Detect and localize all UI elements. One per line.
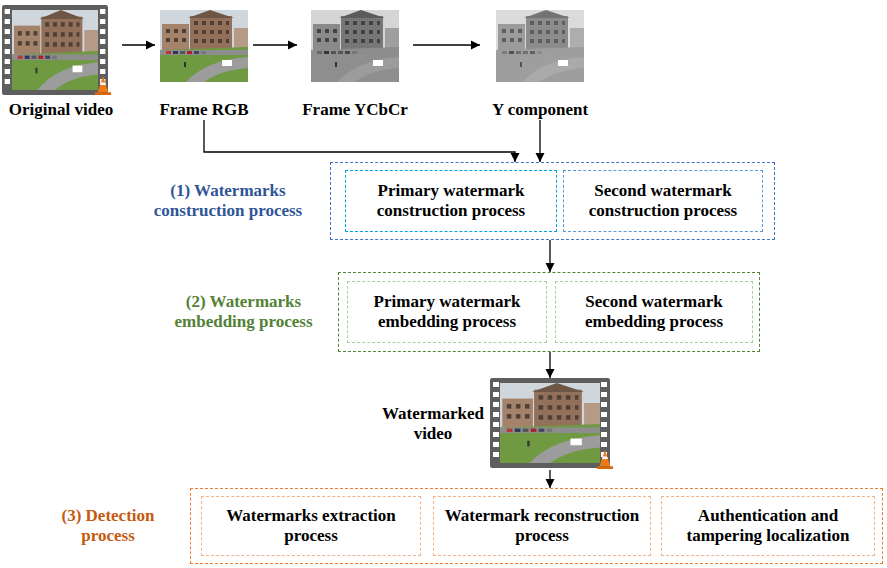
process-box: Second watermark construction process [563,170,763,232]
flow-arrow [549,240,550,272]
flow-arrow [413,44,480,45]
image-label: Watermarked video [380,404,486,445]
image-node: Frame RGB [155,5,253,120]
box-label: Watermark reconstruction process [440,506,644,547]
box-label: Primary watermark embedding process [354,292,540,333]
process-box: Authentication and tampering localizatio… [661,496,875,556]
frame-rgb-image [160,10,248,82]
image-node: Watermarked video [380,378,612,470]
box-label: Watermarks extraction process [208,506,414,547]
group-heading: (2) Watermarks embedding process [156,292,331,333]
process-box: Primary watermark embedding process [347,281,547,343]
process-group: (1) Watermarks construction processPrima… [330,162,775,240]
image-label: Y component [480,100,600,120]
image-node: Frame YCbCr [297,5,413,120]
box-label: Primary watermark construction process [352,181,550,222]
box-label: Second watermark construction process [570,181,756,222]
frame-ycbcr-image [311,10,399,82]
image-label: Original video [0,100,122,120]
original-video-icon [2,5,111,95]
image-node: Y component [480,5,600,120]
y-component-image [496,10,584,82]
flow-arrow [122,44,155,45]
process-box: Primary watermark construction process [345,170,557,232]
flow-arrow [549,470,550,488]
image-label: Frame RGB [155,100,253,120]
process-group: (3) Detection processWatermarks extracti… [190,488,883,564]
flow-arrow [204,120,515,162]
image-node: Original video [0,5,122,120]
flow-arrow [253,44,297,45]
box-label: Authentication and tampering localizatio… [668,506,868,547]
process-box: Watermark reconstruction process [433,496,651,556]
flow-arrow [549,352,550,378]
process-group: (2) Watermarks embedding processPrimary … [338,272,760,352]
box-label: Second watermark embedding process [562,292,746,333]
watermarked-video-icon [490,378,613,469]
group-heading: (1) Watermarks construction process [133,181,323,222]
group-heading: (3) Detection process [33,506,183,547]
process-box: Watermarks extraction process [201,496,421,556]
image-label: Frame YCbCr [297,100,413,120]
process-box: Second watermark embedding process [555,281,753,343]
flow-arrow [539,120,540,162]
